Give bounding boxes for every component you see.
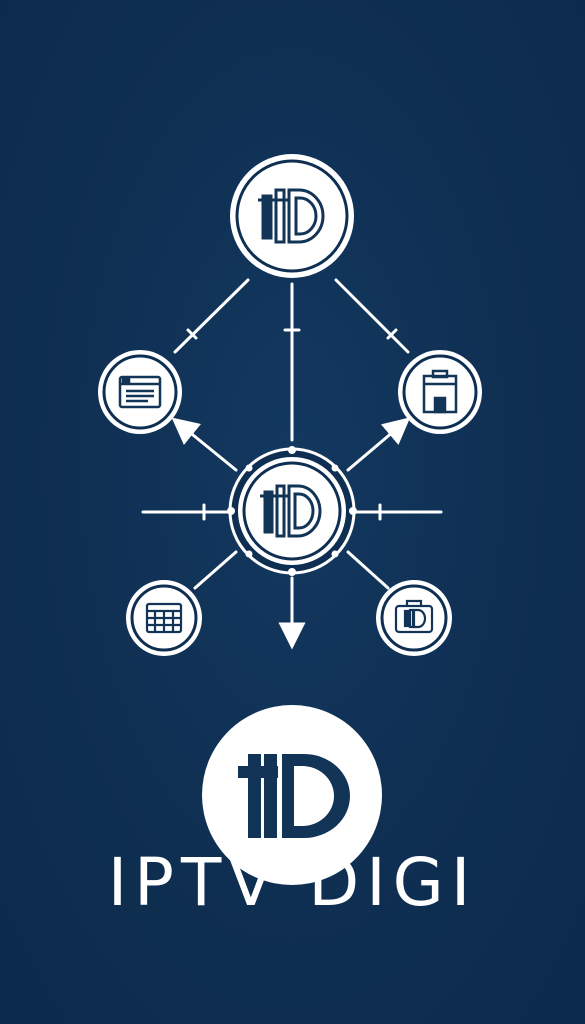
connector-center-to-right-lower [346,550,390,590]
connector-center-to-left-upper [171,417,238,472]
storefront-icon [422,369,458,414]
node-right-upper [398,350,482,434]
node-left-lower [126,580,202,656]
tid-logo-icon [238,754,350,838]
brand-logo [202,705,382,885]
connector-lines [141,278,443,650]
calendar-grid-icon [145,602,183,634]
tick-top-to-right [386,328,398,340]
brand-name: IPTV DIGI [107,844,478,921]
connector-center-to-right-upper [346,417,411,472]
node-right-lower [376,580,452,656]
tid-logo-icon [258,188,325,244]
briefcase-icon [394,599,434,634]
document-list-icon [118,375,162,409]
node-top-hub [230,154,354,278]
node-center-hub [227,446,357,576]
node-left-upper [98,350,182,434]
connector-top-to-right [334,278,410,354]
tick-top-to-left [186,328,198,340]
connector-top-to-left [173,278,250,354]
connector-center-to-left-lower [193,550,238,590]
tid-logo-icon [260,484,322,538]
